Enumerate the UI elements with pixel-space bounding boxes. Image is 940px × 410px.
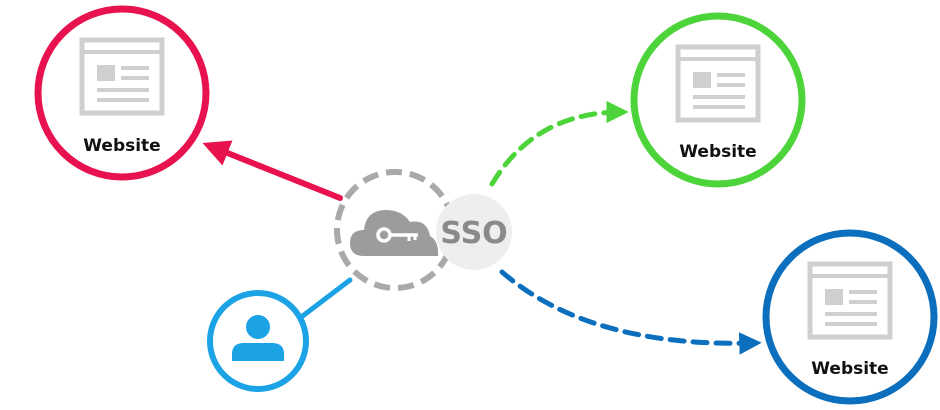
sso-label: SSO bbox=[440, 216, 507, 251]
website-node-red[interactable]: Website bbox=[34, 5, 210, 181]
browser-window-icon bbox=[675, 44, 761, 123]
website-label-blue: Website bbox=[811, 359, 888, 379]
website-node-green[interactable]: Website bbox=[630, 12, 806, 188]
sso-badge bbox=[436, 194, 512, 270]
website-label-green: Website bbox=[679, 142, 756, 162]
website-node-blue[interactable]: Website bbox=[762, 229, 938, 405]
connector-green-dashed bbox=[489, 100, 629, 187]
website-label-red: Website bbox=[83, 136, 160, 156]
sso-hub[interactable]: SSO bbox=[334, 169, 512, 291]
user-node[interactable] bbox=[207, 290, 309, 392]
browser-window-icon bbox=[807, 261, 893, 340]
connector-user-solid bbox=[297, 277, 353, 321]
cloud-key-icon bbox=[350, 210, 439, 256]
user-icon bbox=[232, 315, 284, 361]
connector-red-solid bbox=[202, 140, 343, 201]
browser-window-icon bbox=[79, 37, 165, 116]
connector-blue-dashed bbox=[499, 269, 762, 355]
